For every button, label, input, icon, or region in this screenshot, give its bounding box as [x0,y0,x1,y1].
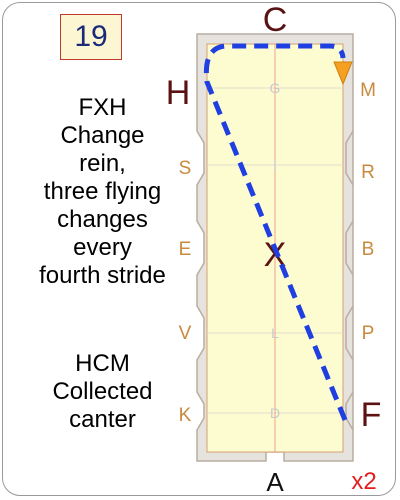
movement-description-2: HCM Collected canter [10,350,195,434]
letter-I: I [273,157,277,173]
letter-S: S [179,158,192,179]
letter-H: H [166,74,191,112]
movement-line: canter [69,406,136,433]
test-number-box: 19 [60,14,122,60]
movement-line: three flying [43,178,162,205]
letter-L: L [271,325,279,341]
movement-line: HCM [75,350,130,377]
letter-C: C [263,1,288,39]
letter-M: M [360,80,376,101]
movement-line: FXH [78,94,127,121]
movement-path [203,43,348,421]
movement-line: fourth stride [39,262,166,289]
letter-G: G [270,80,281,96]
letter-B: B [362,239,375,260]
repeat-label: x2 [351,468,376,495]
movement-line: changes [57,206,148,233]
letter-R: R [361,162,375,183]
arena-wall-right-notches [345,130,354,431]
letter-E: E [179,239,192,260]
movement-line: Collected [52,378,153,405]
test-number: 19 [74,20,108,53]
letter-D: D [270,405,280,421]
movement-line: rein, [79,150,126,177]
letter-V: V [179,323,192,344]
letter-P: P [362,323,375,344]
letter-F: F [361,396,382,434]
direction-arrow-icon [333,61,353,86]
letter-K: K [179,405,192,426]
movement-line: every [73,234,132,261]
letter-A: A [266,467,284,497]
movement-description-1: FXH Change rein, three flying changes ev… [10,94,195,290]
movement-line: Change [60,122,145,149]
